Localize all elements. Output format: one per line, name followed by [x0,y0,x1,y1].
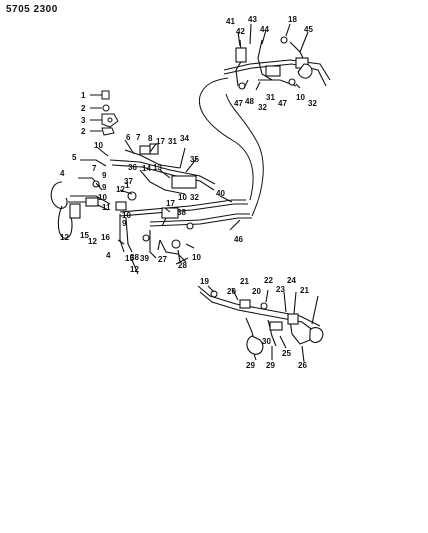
callout-label: 32 [258,103,267,112]
callout-label: 12 [60,233,69,242]
callout-label: 26 [298,361,307,370]
callout-label: 2 [81,127,86,136]
callout-label: 45 [304,25,313,34]
callout-label: 48 [245,97,254,106]
callout-label: 47 [278,99,287,108]
callout-label: 35 [190,155,199,164]
callout-label: 31 [168,137,177,146]
callout-label: 38 [177,208,186,217]
callout-label: 43 [248,15,257,24]
callout-label: 4 [106,251,111,260]
callout-label: 15 [125,254,134,263]
callout-label: 12 [88,237,97,246]
callout-label: 24 [287,276,296,285]
callout-label: 47 [234,99,243,108]
parking-cable [198,77,264,217]
callout-label: 32 [190,193,199,202]
callout-labels: 1 2 3 2 10 5 7 9 4 9 10 11 12 15 12 16 6… [60,15,317,370]
callout-label: 32 [308,99,317,108]
callout-label: 44 [260,25,269,34]
callout-label: 12 [116,185,125,194]
callout-label: 12 [130,265,139,274]
callout-label: 11 [102,203,111,212]
callout-label: 27 [158,255,167,264]
part-2-bolt [90,104,110,112]
callout-label: 9 [102,183,107,192]
callout-label: 3 [81,116,86,125]
callout-label: 13 [153,163,162,172]
callout-label: 39 [140,254,149,263]
callout-label: 10 [192,253,201,262]
callout-label: 7 [136,133,141,142]
diagram-code: 5705 2300 [6,4,58,15]
callout-label: 15 [80,231,89,240]
callout-label: 5 [72,153,77,162]
rear-lower-assembly [197,285,324,363]
rear-upper-assembly [223,23,331,91]
callout-label: 41 [226,17,235,26]
callout-label: 2 [81,104,86,113]
callout-label: 9 [102,171,107,180]
callout-label: 1 [125,181,130,190]
callout-label: 38 [130,253,139,262]
callout-label: 22 [264,276,273,285]
callout-label: 20 [252,287,261,296]
callout-label: 23 [276,285,285,294]
callout-label: 8 [148,134,153,143]
callout-label: 20 [227,287,236,296]
callout-label: 4 [60,169,65,178]
callout-label: 9 [122,219,127,228]
callout-label: 18 [288,15,297,24]
callout-label: 16 [101,233,110,242]
callout-label: 14 [142,164,151,173]
callout-label: 17 [156,137,165,146]
callout-label: 6 [126,133,131,142]
callout-label: 21 [300,286,309,295]
callout-label: 10 [296,93,305,102]
callout-label: 19 [200,277,209,286]
callout-label: 10 [94,141,103,150]
callout-label: 42 [236,27,245,36]
callout-label: 7 [92,164,97,173]
callout-label: 28 [178,261,187,270]
callout-label: 46 [234,235,243,244]
part-3-bracket [90,113,119,128]
loose-parts-group [90,90,119,136]
callout-label: 36 [128,163,137,172]
callout-label: 31 [266,93,275,102]
callout-label: 30 [262,337,271,346]
callout-label: 10 [122,211,131,220]
callout-label: 25 [282,349,291,358]
callout-label: 34 [180,134,189,143]
callout-label: 40 [216,189,225,198]
part-1-clip [90,90,110,100]
main-line-assembly [50,139,252,275]
callout-label: 29 [266,361,275,370]
callout-label: 29 [246,361,255,370]
part-2b-bolt [90,127,115,136]
callout-label: 21 [240,277,249,286]
callout-label: 17 [166,199,175,208]
callout-label: 10 [98,193,107,202]
callout-label: 1 [81,91,86,100]
callout-label: 10 [178,193,187,202]
callout-label: 37 [124,177,133,186]
